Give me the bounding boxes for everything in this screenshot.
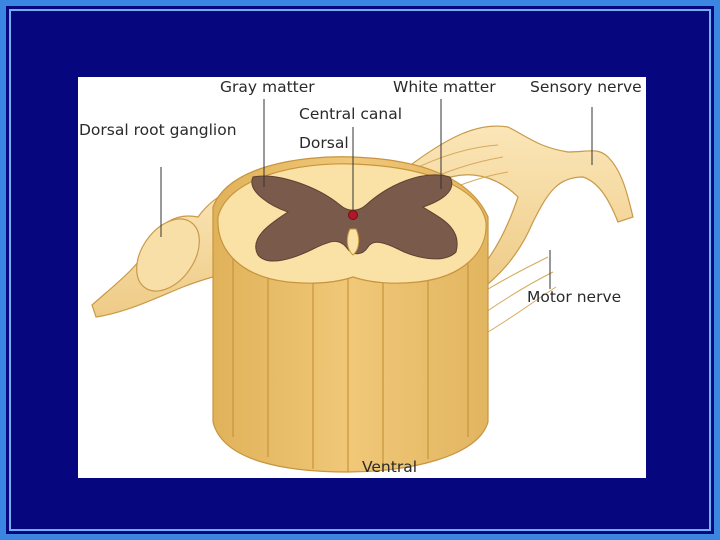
label-motor-nerve: Motor nerve (527, 288, 622, 306)
slide-frame-inner-border (9, 9, 711, 531)
label-dorsal: Dorsal (299, 134, 349, 152)
spinal-cord-diagram: Gray matter White matter Sensory nerve C… (78, 77, 646, 478)
anterior-fissure (346, 228, 360, 256)
label-white-matter: White matter (393, 78, 496, 96)
right-ventral-rootlets (482, 256, 557, 333)
label-gray-matter: Gray matter (220, 78, 315, 96)
spinal-cord-column (212, 156, 489, 473)
cord-column-segments (232, 257, 469, 472)
leader-lines (160, 99, 593, 289)
spinal-cord-illustration (91, 99, 634, 473)
label-ventral: Ventral (362, 458, 418, 476)
label-dorsal-root-ganglion: Dorsal root ganglion (79, 121, 237, 139)
label-central-canal: Central canal (299, 105, 403, 123)
label-sensory-nerve: Sensory nerve (530, 78, 642, 96)
central-canal-dot (348, 210, 358, 220)
dorsal-root-ganglion-shape (136, 218, 200, 292)
right-nerve-body (406, 125, 634, 293)
